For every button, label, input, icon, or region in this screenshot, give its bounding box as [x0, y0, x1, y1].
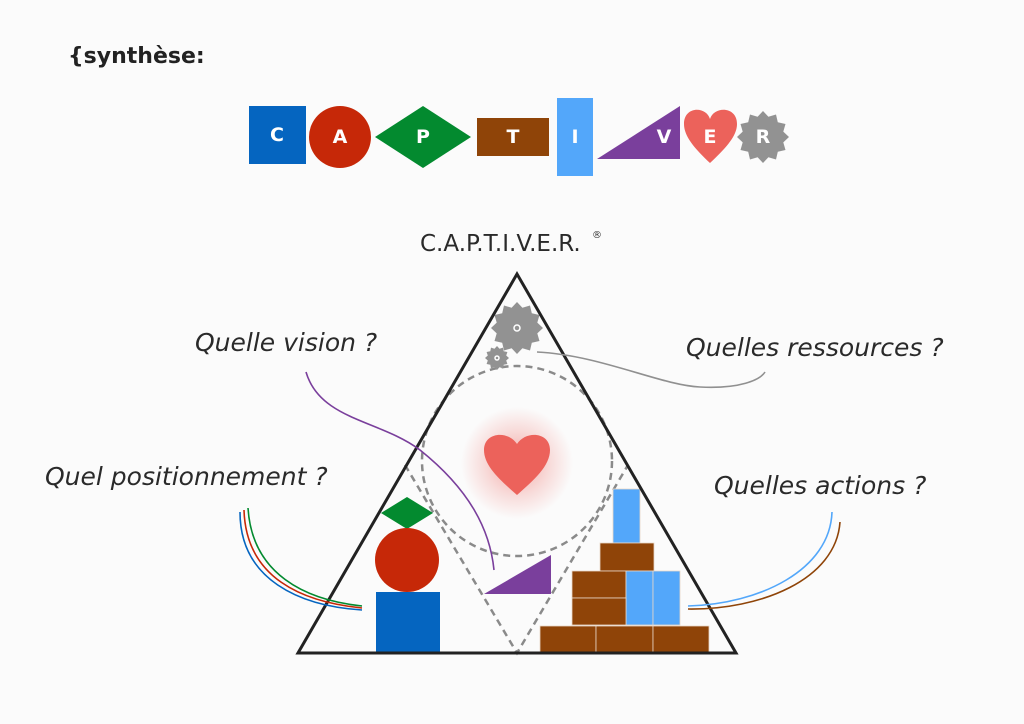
- gear-hole: [513, 324, 521, 332]
- letter-p: P: [416, 126, 430, 148]
- question-actions: Quelles actions ?: [714, 471, 926, 500]
- actions-connector-blue: [687, 511, 833, 607]
- letter-v: V: [657, 126, 672, 148]
- letter-i: I: [571, 126, 578, 148]
- vision-connector: [305, 371, 495, 571]
- captiver-banner: C A P T I V E R: [249, 98, 789, 176]
- letter-p-diamond: [375, 106, 471, 168]
- gear-body: [737, 111, 789, 163]
- letter-a-circle: [309, 106, 371, 168]
- gear-hole: [494, 355, 500, 361]
- letter-i-rectangle: [557, 98, 593, 176]
- main-triangle: [295, 271, 739, 655]
- letter-e-heart-icon: [684, 109, 737, 163]
- positioning-connector-blue: [239, 511, 363, 611]
- resources-connector: [536, 351, 766, 389]
- red-circle: [375, 528, 439, 592]
- actions-connector-brown: [687, 521, 841, 610]
- question-positioning: Quel positionnement ?: [45, 462, 328, 491]
- letter-c-square: [249, 106, 306, 164]
- diagram-title: C.A.P.T.I.V.E.R.: [420, 231, 581, 257]
- gear-body: [485, 346, 509, 370]
- small-gear-icon: [485, 346, 509, 370]
- question-resources: Quelles ressources ?: [686, 333, 944, 362]
- question-vision: Quelle vision ?: [195, 328, 377, 357]
- heart-icon: [484, 434, 550, 495]
- header-title: {synthèse:: [68, 44, 205, 69]
- positioning-connector-green: [247, 507, 363, 607]
- green-diamond: [381, 497, 433, 529]
- blue-square: [376, 592, 440, 653]
- letter-v-triangle: [597, 106, 680, 159]
- gear-body: [491, 302, 543, 354]
- letter-e: E: [704, 126, 717, 148]
- letter-r: R: [756, 126, 771, 148]
- trademark-symbol: ®: [592, 230, 602, 241]
- positioning-connector-red: [243, 509, 363, 609]
- letter-c: C: [270, 124, 284, 146]
- dashed-circle: [420, 364, 614, 558]
- letter-a: A: [333, 126, 348, 148]
- letter-t: T: [507, 126, 520, 148]
- letter-r-gear-icon: [737, 111, 789, 163]
- letter-t-rectangle: [477, 118, 549, 156]
- purple-triangle: [484, 555, 551, 594]
- large-gear-icon: [491, 302, 543, 354]
